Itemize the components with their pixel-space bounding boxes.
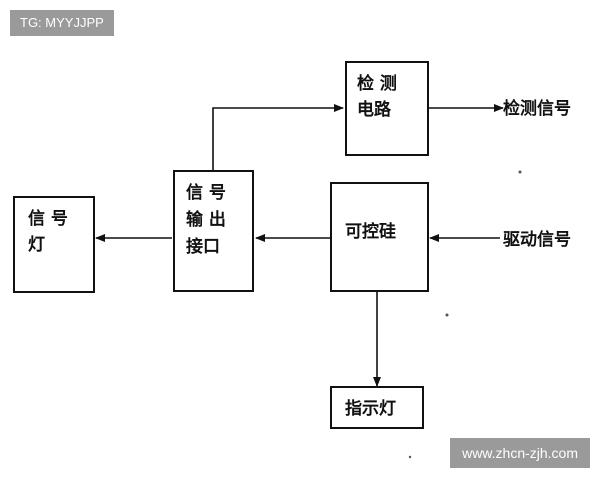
scr-label: 可控硅: [345, 221, 396, 242]
scr-box: [330, 182, 429, 292]
connectors: [95, 104, 504, 387]
signal-interface-line3: 接口: [186, 236, 220, 257]
signal-interface-line2: 输 出: [186, 209, 226, 230]
detect-circuit-line2: 电路: [357, 99, 392, 120]
signal-lamp-box: [13, 196, 95, 293]
scr-block: 可控硅: [330, 182, 429, 292]
watermark-bottom-right: www.zhcn-zjh.com: [450, 438, 590, 468]
signal-interface-box: [173, 170, 254, 292]
wire-interface-to-detect: [212, 104, 344, 171]
detect-signal-label: 检测信号: [503, 98, 571, 119]
scan-speck: [445, 313, 449, 317]
indicator-lamp-label: 指示灯: [345, 398, 396, 419]
indicator-lamp-box: [330, 386, 424, 429]
signal-lamp-block: 信 号 灯: [13, 196, 95, 293]
watermark-top-left: TG: MYYJJPP: [10, 10, 114, 36]
detect-circuit-block: 检 测 电路: [345, 61, 429, 156]
detect-circuit-line1: 检 测: [357, 73, 397, 94]
scan-speck: [518, 170, 522, 174]
signal-interface-line1: 信 号: [186, 182, 226, 203]
detect-circuit-box: [345, 61, 429, 156]
drive-signal-label: 驱动信号: [503, 229, 571, 250]
scan-speck: [408, 455, 412, 459]
signal-lamp-line1: 信 号: [28, 208, 68, 229]
signal-lamp-line2: 灯: [28, 235, 45, 255]
signal-interface-block: 信 号 输 出 接口: [173, 170, 254, 292]
indicator-lamp-block: 指示灯: [330, 386, 424, 429]
